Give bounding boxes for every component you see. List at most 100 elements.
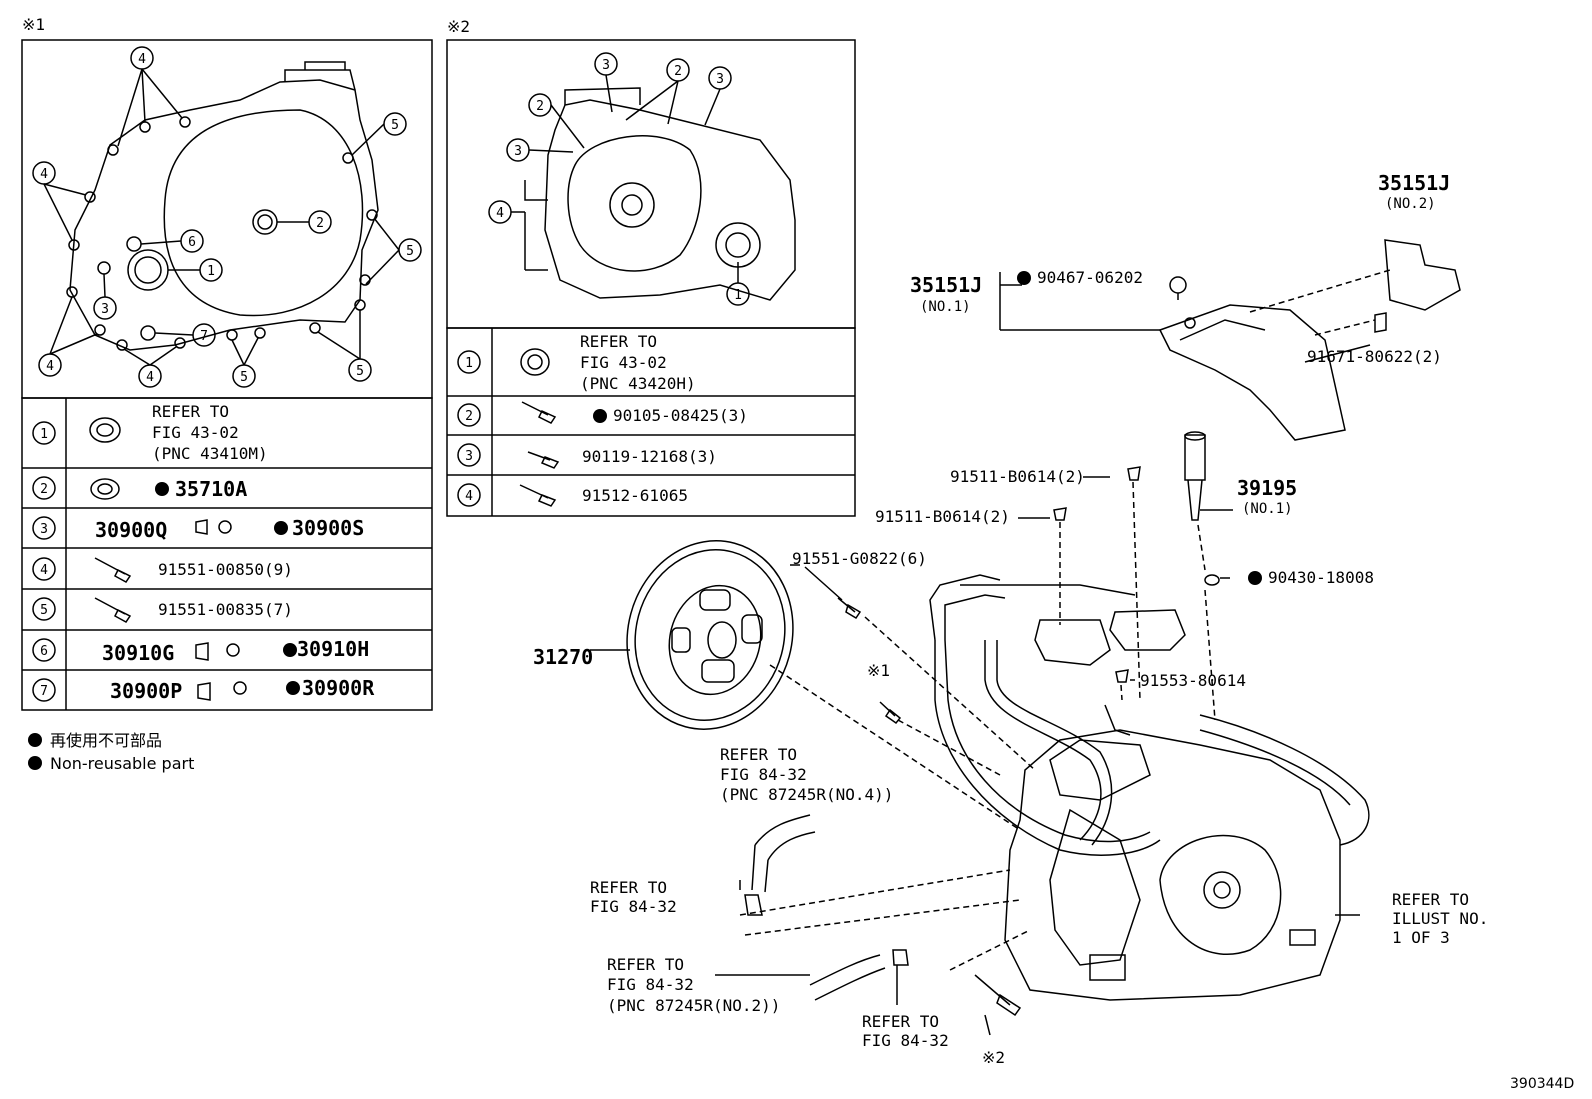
svg-text:1: 1 (734, 288, 742, 303)
s2-row1-line2: FIG 43-02 (580, 353, 667, 372)
svg-text:4: 4 (46, 359, 54, 374)
label-90467: 90467-06202 (1037, 268, 1143, 287)
sensor-39195 (1184, 431, 1206, 521)
section2-callouts (488, 52, 750, 306)
ref5-line3: 1 OF 3 (1392, 928, 1450, 947)
svg-text:5: 5 (406, 244, 414, 259)
s1-row4-num: 4 (40, 563, 48, 578)
section1-bolt-holes (66, 116, 378, 351)
svg-text:3: 3 (602, 58, 610, 73)
cover-bracket (1158, 239, 1461, 441)
label-35151j-no1: 35151J (910, 273, 982, 297)
ref4-line2: FIG 84-32 (862, 1031, 949, 1050)
label-91511-a: 91511-B0614(2) (950, 467, 1085, 486)
s2-row4-num: 4 (465, 489, 473, 504)
s2-row2-part: 90105-08425(3) (613, 406, 748, 425)
section1-table-text: 1 2 3 4 5 6 7 REFER TO FIG 43-02 (PNC 43… (40, 402, 375, 703)
svg-text:4: 4 (496, 206, 504, 221)
s2-row3-num: 3 (465, 449, 473, 464)
section1-callout-numbers: 4 4 4 4 5 5 5 5 2 61 3 7 (40, 52, 414, 385)
label-no2: (NO.2) (1385, 196, 1436, 212)
svg-text:5: 5 (391, 118, 399, 133)
s1-row3-num: 3 (40, 522, 48, 537)
s1-row2-num: 2 (40, 482, 48, 497)
label-no1b: (NO.1) (1242, 501, 1293, 517)
ref4-line1: REFER TO (862, 1012, 939, 1031)
small-fasteners (744, 276, 1387, 1017)
svg-text:3: 3 (101, 302, 109, 317)
s1-row6-part-b: 30910H (297, 637, 369, 661)
section1-mark: ※1 (22, 15, 45, 34)
non-reusable-markers (28, 271, 1262, 770)
hoses (751, 814, 886, 1001)
label-39195: 39195 (1237, 476, 1297, 500)
ref2-line1: REFER TO (590, 878, 667, 897)
svg-text:5: 5 (356, 364, 364, 379)
ref1-line1: REFER TO (720, 745, 797, 764)
svg-text:2: 2 (316, 216, 324, 231)
label-no1: (NO.1) (920, 299, 971, 315)
ref5-line2: ILLUST NO. (1392, 909, 1488, 928)
s1-row3-part-b: 30900S (292, 516, 364, 540)
svg-text:3: 3 (716, 72, 724, 87)
section1-table (21, 397, 433, 711)
label-91511-b: 91511-B0614(2) (875, 507, 1010, 526)
s1-row1-line1: REFER TO (152, 402, 229, 421)
label-91671: 91671-80622(2) (1307, 347, 1442, 366)
s2-row1-num: 1 (465, 356, 473, 371)
legend-en: Non-reusable part (50, 754, 194, 773)
s1-row4-part: 91551-00850(9) (158, 560, 293, 579)
svg-text:6: 6 (188, 235, 196, 250)
section2-mark: ※2 (447, 17, 470, 36)
svg-text:5: 5 (240, 370, 248, 385)
section2-table (446, 327, 856, 517)
s1-row7-num: 7 (40, 684, 48, 699)
label-91551-g: 91551-G0822(6) (792, 549, 927, 568)
s2-row1-line3: (PNC 43420H) (580, 374, 696, 393)
svg-text:4: 4 (138, 52, 146, 67)
diagram-id: 390344D (1510, 1076, 1574, 1092)
harness (929, 574, 1370, 856)
s1-row1-line2: FIG 43-02 (152, 423, 239, 442)
svg-text:2: 2 (536, 99, 544, 114)
svg-text:4: 4 (40, 167, 48, 182)
s2-row4-part: 91512-61065 (582, 486, 688, 505)
leader-lines (590, 272, 1371, 1036)
s1-row5-part: 91551-00835(7) (158, 600, 293, 619)
dashed-guides (739, 269, 1391, 971)
s1-row2-part: 35710A (175, 477, 247, 501)
label-31270: 31270 (533, 645, 593, 669)
label-90430: 90430-18008 (1268, 568, 1374, 587)
label-91553: 91553-80614 (1140, 671, 1246, 690)
s1-row7-part-b: 30900R (302, 676, 375, 700)
section2-illustration (446, 39, 856, 329)
clutch-disc (626, 540, 794, 730)
section1-illustration (21, 39, 433, 399)
ref3-line1: REFER TO (607, 955, 684, 974)
s1-row7-part-a: 30900P (110, 679, 182, 703)
svg-text:7: 7 (200, 329, 208, 344)
ref1-line2: FIG 84-32 (720, 765, 807, 784)
s1-row1-line3: (PNC 43410M) (152, 444, 268, 463)
legend: 再使用不可部品 Non-reusable part (50, 731, 194, 773)
section1-callouts (32, 46, 422, 388)
s1-row6-num: 6 (40, 644, 48, 659)
svg-text:2: 2 (674, 64, 682, 79)
label-35151j-no2: 35151J (1378, 171, 1450, 195)
ref3-line3: (PNC 87245R(NO.2)) (607, 996, 780, 1015)
ref2-line2: FIG 84-32 (590, 897, 677, 916)
svg-text:4: 4 (146, 370, 154, 385)
s1-row5-num: 5 (40, 603, 48, 618)
ref5-line1: REFER TO (1392, 890, 1469, 909)
s2-row1-line1: REFER TO (580, 332, 657, 351)
section2-table-text: 1 2 3 4 REFER TO FIG 43-02 (PNC 43420H) … (465, 332, 748, 505)
svg-text:1: 1 (207, 264, 215, 279)
legend-jp: 再使用不可部品 (50, 731, 162, 750)
ref1-line3: (PNC 87245R(NO.4)) (720, 785, 893, 804)
s1-row3-part-a: 30900Q (95, 518, 167, 542)
s1-row6-part-a: 30910G (102, 641, 174, 665)
s2-row2-num: 2 (465, 409, 473, 424)
transaxle-assembly (1004, 729, 1341, 1001)
